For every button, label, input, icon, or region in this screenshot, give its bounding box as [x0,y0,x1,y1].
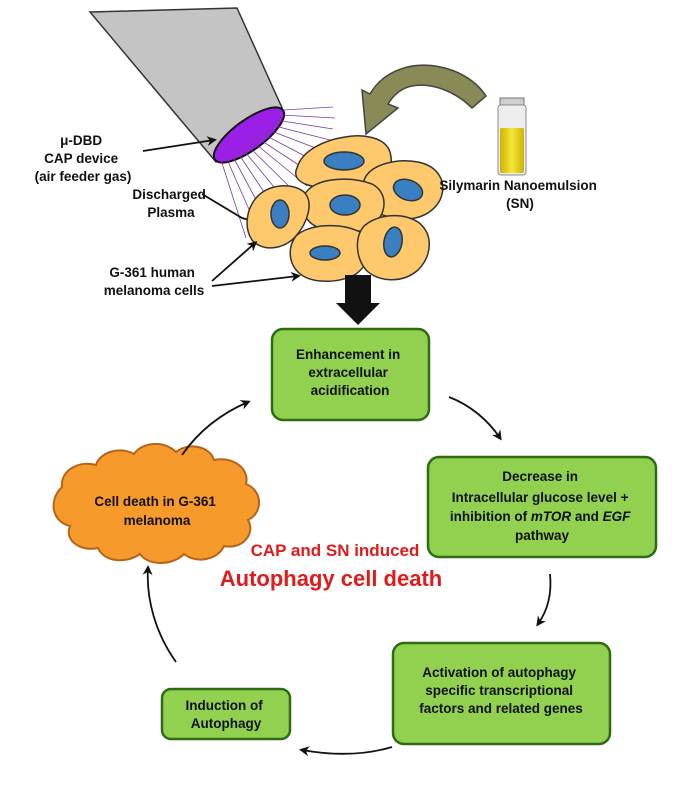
down-arrow-icon [336,275,380,325]
svg-text:Induction of Autophagy: Induction of Autophagy [186,698,267,731]
svg-text:Activation of autophagy: Activation of autophagy specific transcr… [419,665,583,716]
cells-pointer-arrow-1 [211,241,258,282]
sn-vial [497,97,527,176]
center-title: Autophagy cell death [220,566,442,591]
center-subtitle: CAP and SN induced [251,541,420,560]
sn-label: Silymarin Nanoemulsion (SN) [439,178,600,211]
cell [289,224,370,282]
cap-device [88,7,286,164]
device-label: μ-DBD CAP device (air feeder gas) [35,133,132,184]
cells-pointer-arrow-2 [211,271,301,287]
cell-death-cloud: Cell death in G-361 melanoma [52,443,260,564]
plasma-label: Discharged Plasma [132,187,209,220]
step-glucose-decrease-box: Decrease in Intracellular glucose level … [426,455,658,559]
step-autophagy-induction-box: Induction of Autophagy [160,687,292,741]
cycle-arrow-4 [142,565,177,663]
step-acidification-box: Enhancement in extracellular acidificati… [270,327,431,422]
cycle-arrow-3 [299,746,393,757]
cell [356,214,430,281]
sn-application-arrow [361,64,487,136]
cells-label: G-361 human melanoma cells [104,265,205,298]
device-pointer-arrow [142,136,217,152]
svg-text:Cell death in G-361 mela: Cell death in G-361 melanoma [94,494,219,528]
cycle-arrow-5 [181,400,251,456]
step-autophagy-activation-box: Activation of autophagy specific transcr… [391,641,612,746]
cycle-arrow-1 [448,396,502,441]
cycle-arrow-2 [536,573,552,627]
svg-text:Decrease in Intracellula: Decrease in Intracellular glucose level … [450,469,634,543]
melanoma-cells [246,135,444,282]
plasma-ellipse [212,106,286,164]
svg-text:Enhancement in extracell: Enhancement in extracellular acidificati… [296,347,404,398]
